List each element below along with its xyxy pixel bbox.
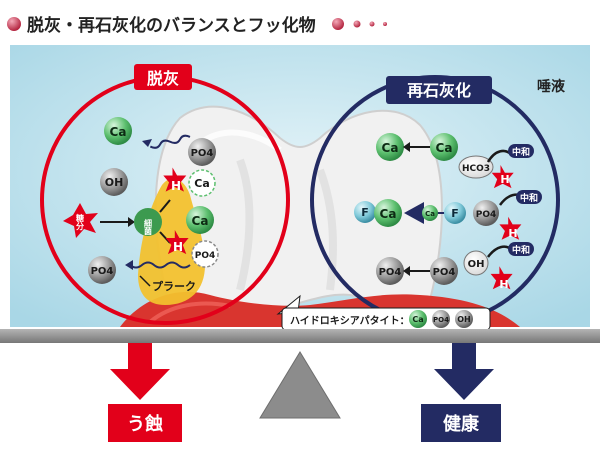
arrow-head-icon xyxy=(404,202,424,224)
dissolution-arrow-icon xyxy=(125,260,133,270)
health-box: 健康 xyxy=(421,404,501,442)
ion-po4-dissolving: PO4 xyxy=(191,240,219,268)
svg-text:Ca: Ca xyxy=(194,177,210,190)
ion-ca: Ca xyxy=(430,133,458,161)
plaque-label: プラーク xyxy=(152,279,196,293)
sugar-icon: 糖分 xyxy=(63,203,98,238)
gum-highlight xyxy=(148,301,231,324)
remineralization-title-tag: 再石灰化 xyxy=(386,76,492,104)
health-arrow-icon xyxy=(434,343,494,400)
decor-dot-icon xyxy=(383,22,387,26)
caries-arrow-icon xyxy=(110,343,170,400)
svg-text:HCO3: HCO3 xyxy=(462,164,490,174)
svg-text:OH: OH xyxy=(468,259,485,270)
ion-f: F xyxy=(444,202,466,224)
header-bullet-icon xyxy=(7,17,21,31)
hydroxyapatite-label: ハイドロキシアパタイト： xyxy=(290,315,410,327)
svg-text:PO4: PO4 xyxy=(433,267,456,278)
arrow-bacteria-h-top xyxy=(159,199,171,213)
ion-f: F xyxy=(354,201,376,223)
dissolution-wave xyxy=(129,261,191,269)
ion-ca: Ca xyxy=(376,133,404,161)
svg-text:Ca: Ca xyxy=(192,214,209,228)
ha-po4: PO4 xyxy=(433,316,449,324)
decor-dot-icon xyxy=(353,20,361,28)
ion-po4: PO4 xyxy=(188,138,216,166)
ion-ca: Ca xyxy=(186,206,214,234)
svg-text:糖分: 糖分 xyxy=(76,213,85,231)
svg-text:H: H xyxy=(508,227,517,240)
ion-ca-dissolving: Ca xyxy=(188,169,216,197)
balance-fulcrum-icon xyxy=(259,351,341,419)
ion-h: H xyxy=(491,165,514,189)
ion-oh: OH xyxy=(463,250,489,276)
balance-beam xyxy=(0,329,600,343)
ion-h: H xyxy=(490,266,513,291)
demineralization-title-tag: 脱灰 xyxy=(134,64,192,90)
svg-text:中和: 中和 xyxy=(512,244,530,256)
neutralize-badge: 中和 xyxy=(486,144,534,163)
ha-oh: OH xyxy=(457,315,471,324)
svg-text:PO4: PO4 xyxy=(195,251,216,261)
tooth-illustration xyxy=(154,105,443,312)
page-title: 脱灰・再石灰化のバランスとフッ化物 xyxy=(27,15,316,36)
caries-label: う蝕 xyxy=(127,413,163,435)
arrow-head-icon xyxy=(128,217,135,227)
ion-hco3: HCO3 xyxy=(458,155,494,179)
svg-text:H: H xyxy=(173,240,183,254)
plaque-pointer xyxy=(139,275,151,287)
svg-text:H: H xyxy=(171,179,181,193)
svg-text:Ca: Ca xyxy=(382,141,399,155)
svg-text:Ca: Ca xyxy=(425,210,435,218)
header: 脱灰・再石灰化のバランスとフッ化物 xyxy=(7,15,387,36)
ion-ca: Ca xyxy=(422,205,438,221)
saliva-label: 唾液 xyxy=(537,78,566,95)
demineralization-title: 脱灰 xyxy=(147,69,179,88)
ion-oh: OH xyxy=(100,168,128,196)
caries-box: う蝕 xyxy=(108,404,182,442)
dissolution-wave xyxy=(149,134,191,149)
svg-text:PO4: PO4 xyxy=(379,267,402,278)
arrow-head-icon xyxy=(403,266,410,276)
svg-text:Ca: Ca xyxy=(380,207,397,221)
svg-text:F: F xyxy=(451,207,459,220)
health-label: 健康 xyxy=(443,413,480,435)
ion-h: H xyxy=(499,216,522,240)
svg-text:F: F xyxy=(361,206,369,219)
ion-po4: PO4 xyxy=(88,256,116,284)
neutralize-badge: 中和 xyxy=(498,190,542,206)
ion-po4: PO4 xyxy=(473,200,499,226)
svg-text:H: H xyxy=(500,173,509,186)
svg-text:OH: OH xyxy=(105,176,124,189)
svg-text:中和: 中和 xyxy=(520,192,538,204)
svg-text:H: H xyxy=(499,278,508,291)
hydroxyapatite-callout: ハイドロキシアパタイト： Ca PO4 OH xyxy=(276,294,491,331)
ion-po4: PO4 xyxy=(376,257,404,285)
svg-text:PO4: PO4 xyxy=(91,266,114,277)
decor-dot-icon xyxy=(369,21,375,27)
ion-ca: Ca xyxy=(374,199,402,227)
neutralize-badge: 中和 xyxy=(486,242,534,258)
ion-ca: Ca xyxy=(104,117,132,145)
ion-h: H xyxy=(163,167,187,193)
arrow-head-icon xyxy=(403,142,410,152)
svg-text:細菌: 細菌 xyxy=(144,218,153,236)
dissolution-arrow-icon xyxy=(142,139,152,147)
bacteria-icon: 細菌 xyxy=(134,208,162,236)
ion-h: H xyxy=(165,230,189,255)
svg-text:中和: 中和 xyxy=(512,146,530,158)
svg-text:PO4: PO4 xyxy=(191,148,214,159)
svg-text:Ca: Ca xyxy=(436,141,453,155)
remineralization-title: 再石灰化 xyxy=(407,81,471,100)
ion-po4: PO4 xyxy=(430,257,458,285)
decor-dot-icon xyxy=(332,18,344,30)
ha-ca: Ca xyxy=(412,315,423,324)
svg-text:PO4: PO4 xyxy=(476,210,497,220)
svg-text:Ca: Ca xyxy=(110,125,127,139)
